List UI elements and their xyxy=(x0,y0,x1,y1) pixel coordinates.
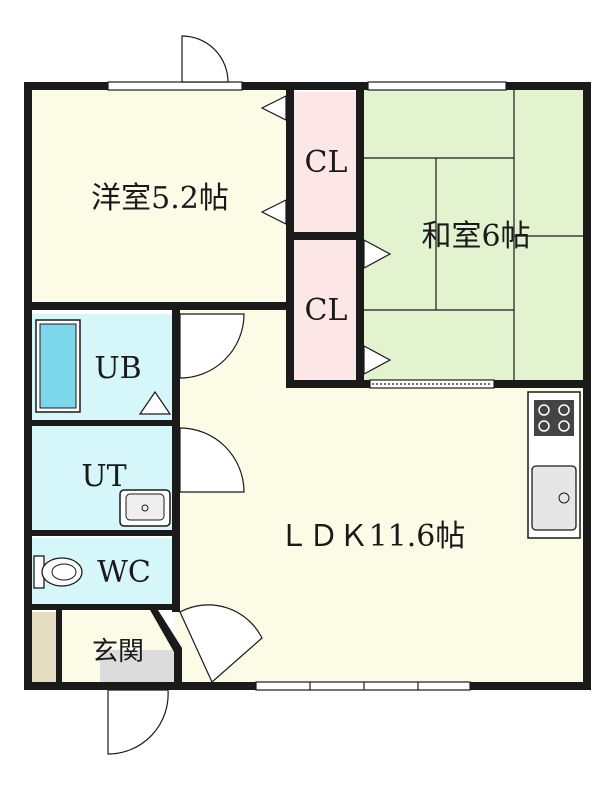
entrance-label: 玄関 xyxy=(92,637,144,667)
tatami-lines xyxy=(362,88,585,380)
door-swings xyxy=(107,35,263,755)
washbasin xyxy=(119,489,171,527)
bathtub xyxy=(35,319,81,413)
closet-doors xyxy=(138,95,392,415)
sliding-tracks xyxy=(40,383,492,607)
western-room-floor xyxy=(30,88,290,306)
toilet-label: WC xyxy=(97,555,151,590)
utility-label: UT xyxy=(81,459,126,494)
ldk-label: ＬＤＫ11.6帖 xyxy=(279,519,466,554)
closet-bottom-floor xyxy=(294,240,358,380)
japanese-room-label: 和室6帖 xyxy=(421,219,530,254)
closet-top-label: CL xyxy=(305,145,348,180)
kitchen-counter xyxy=(527,391,581,539)
japanese-room-floor xyxy=(362,88,585,382)
closet-bottom-label: CL xyxy=(305,293,348,328)
shoe-box xyxy=(30,612,58,684)
entrance-step-floor xyxy=(100,650,176,684)
bath-label: UB xyxy=(94,351,141,386)
closet-top-floor xyxy=(294,92,358,232)
western-room-label: 洋室5.2帖 xyxy=(91,181,229,216)
toilet xyxy=(33,555,83,589)
